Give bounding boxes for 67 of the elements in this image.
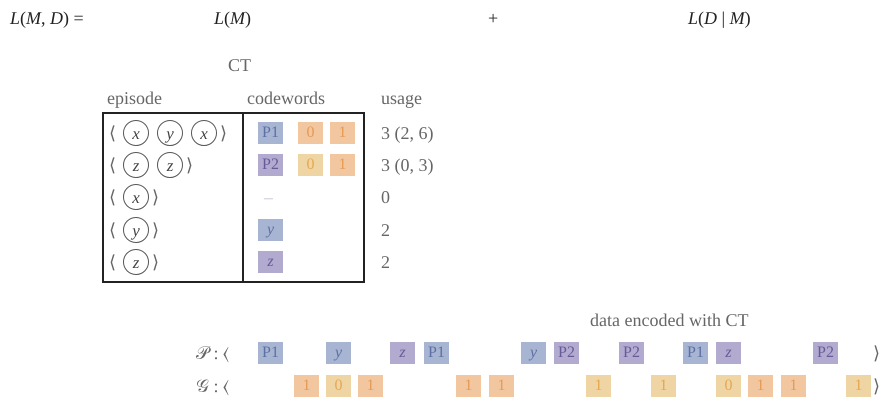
item-circle: x — [191, 120, 217, 146]
table-title: CT — [228, 55, 252, 75]
code-chip: 1 — [748, 375, 773, 397]
code-chip: P2 — [813, 342, 838, 364]
plus-sign: + — [488, 8, 498, 28]
item-circle: y — [123, 217, 149, 243]
bracket: ⟩ — [873, 343, 880, 363]
code-chip: 1 — [330, 154, 355, 176]
bracket: ⟩ — [152, 220, 159, 240]
usage-value: 0 — [381, 187, 390, 207]
bracket: ⟨ — [109, 220, 116, 240]
item-circle: z — [157, 152, 183, 178]
dash: – — [264, 187, 273, 207]
bracket: ⟩ — [873, 376, 880, 396]
code-chip: y — [326, 342, 351, 364]
code-chip: P1 — [258, 122, 283, 144]
code-chip: 0 — [298, 122, 323, 144]
formula: L(M) — [214, 8, 252, 28]
code-chip: z — [258, 251, 283, 273]
code-chip: y — [521, 342, 546, 364]
item-circle: x — [123, 120, 149, 146]
column-header: episode — [107, 88, 162, 108]
formula: L(M, D) = — [10, 8, 84, 28]
code-chip: y — [258, 219, 283, 241]
table-frame — [102, 112, 365, 283]
bracket: ⟩ — [220, 123, 227, 143]
usage-value: 2 — [381, 220, 390, 240]
column-header: codewords — [247, 88, 325, 108]
code-chip: 1 — [651, 375, 676, 397]
code-chip: P2 — [258, 154, 283, 176]
formula: L(D | M) — [688, 8, 751, 28]
code-chip: 1 — [294, 375, 319, 397]
item-circle: z — [123, 152, 149, 178]
code-chip: 1 — [456, 375, 481, 397]
code-chip: P1 — [258, 342, 283, 364]
code-chip: 1 — [781, 375, 806, 397]
bracket: ⟨ — [109, 252, 116, 272]
code-chip: z — [390, 342, 415, 364]
usage-value: 3 (2, 6) — [381, 123, 434, 143]
bracket: ⟨ — [109, 155, 116, 175]
code-chip: P2 — [554, 342, 579, 364]
item-circle: z — [123, 249, 149, 275]
code-chip: P1 — [424, 342, 449, 364]
code-chip: 1 — [330, 122, 355, 144]
column-header: usage — [381, 88, 422, 108]
code-chip: 1 — [358, 375, 383, 397]
code-chip: 1 — [489, 375, 514, 397]
item-circle: y — [157, 120, 183, 146]
usage-value: 3 (0, 3) — [381, 155, 434, 175]
bracket: ⟩ — [152, 187, 159, 207]
code-chip: 0 — [716, 375, 741, 397]
sequence-label: 𝒢 : ⟨ — [196, 376, 230, 396]
bracket: ⟩ — [186, 155, 193, 175]
code-chip: P2 — [619, 342, 644, 364]
code-chip: 0 — [326, 375, 351, 397]
code-chip: 0 — [298, 154, 323, 176]
annotation: data encoded with CT — [590, 310, 748, 330]
item-circle: x — [123, 184, 149, 210]
usage-value: 2 — [381, 252, 390, 272]
code-chip: P1 — [683, 342, 708, 364]
code-chip: 1 — [846, 375, 871, 397]
bracket: ⟩ — [152, 252, 159, 272]
bracket: ⟨ — [109, 187, 116, 207]
sequence-label: 𝒫 : ⟨ — [196, 343, 230, 363]
bracket: ⟨ — [109, 123, 116, 143]
code-chip: z — [716, 342, 741, 364]
code-chip: 1 — [586, 375, 611, 397]
